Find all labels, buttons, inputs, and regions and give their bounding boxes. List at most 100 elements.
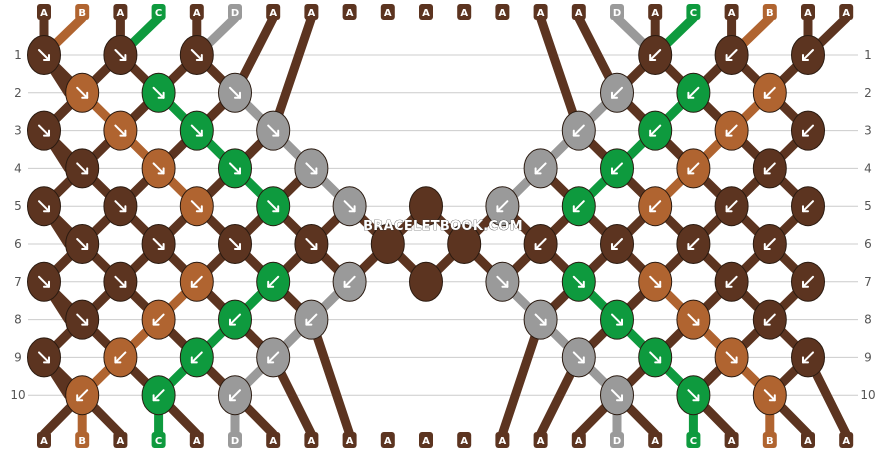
arrow-head-icon	[157, 91, 165, 99]
bottom-strand-letter: A	[537, 436, 545, 447]
bottom-strand-letter: A	[384, 436, 392, 447]
knot	[752, 72, 787, 113]
arrow-head-icon	[539, 318, 547, 326]
top-strand-tag	[610, 4, 624, 20]
arrow-icon	[76, 389, 89, 402]
knot	[714, 186, 749, 227]
arrow-head-icon	[611, 243, 618, 250]
arrow-head-icon	[267, 280, 275, 288]
knot	[791, 261, 825, 302]
knot-grid	[27, 35, 825, 416]
arrow-icon	[38, 49, 50, 61]
knot	[218, 224, 252, 264]
knot	[752, 224, 787, 264]
strand-segment	[536, 13, 584, 136]
top-strand-letter: A	[728, 8, 736, 19]
arrow-head-icon	[654, 356, 662, 364]
row-number-left: 9	[14, 350, 22, 364]
bottom-strand-letter: A	[193, 436, 201, 447]
arrow-icon	[725, 275, 738, 288]
knot	[676, 72, 711, 113]
strand-segment	[497, 315, 546, 439]
arrow-icon	[649, 49, 662, 61]
watermark: BRACELETBOOK.COM	[363, 219, 523, 234]
arrow-head-icon	[119, 205, 127, 213]
knot	[65, 299, 100, 340]
top-strand-tag	[342, 4, 357, 20]
arrow-head-icon	[763, 318, 771, 326]
knot	[65, 224, 100, 264]
knot	[561, 337, 596, 378]
arrow-icon	[152, 162, 165, 175]
arrow-icon	[305, 162, 318, 175]
bottom-strand-tag	[648, 432, 663, 448]
knot	[638, 337, 673, 378]
arrow-icon	[649, 275, 662, 288]
arrow-head-icon	[649, 205, 657, 213]
arrow-icon	[38, 124, 50, 137]
arrow-icon	[763, 313, 776, 326]
bottom-strand-letter: D	[613, 436, 621, 447]
knot	[561, 110, 596, 151]
knot	[447, 224, 482, 264]
top-strand-tag	[304, 4, 319, 20]
arrow-head-icon	[229, 318, 236, 326]
top-strand-tag	[571, 4, 586, 20]
top-strand-letter: A	[40, 8, 48, 19]
arrow-icon	[572, 124, 585, 137]
knot	[294, 299, 329, 340]
arrow-icon	[114, 124, 127, 137]
arrow-head-icon	[76, 394, 84, 402]
row-number-left: 8	[14, 313, 22, 327]
bottom-strand-tag	[75, 432, 90, 448]
row-number-right: 6	[864, 237, 872, 251]
bottom-strand-tag	[686, 432, 701, 448]
arrow-icon	[725, 351, 738, 364]
knot	[752, 148, 787, 189]
arrow-icon	[763, 162, 776, 175]
top-strand-tag	[648, 4, 663, 20]
knot	[791, 337, 825, 378]
arrow-head-icon	[572, 205, 580, 213]
bottom-strand-letter: A	[728, 436, 736, 447]
bottom-strand-tag	[189, 432, 204, 448]
arrow-icon	[76, 238, 89, 250]
knot	[256, 110, 291, 151]
arrow-head-icon	[305, 318, 313, 326]
arrow-icon	[725, 49, 738, 61]
arrow-head-icon	[43, 129, 50, 137]
arrow-head-icon	[119, 280, 127, 288]
knot	[179, 35, 214, 75]
arrow-icon	[611, 86, 623, 99]
knot	[141, 299, 176, 340]
bottom-strand-tag	[228, 432, 242, 448]
bottom-strand-tag	[380, 432, 395, 448]
top-strand-letter: C	[155, 8, 162, 19]
arrow-head-icon	[725, 54, 733, 61]
knot-shape	[409, 186, 443, 227]
knot	[256, 337, 291, 378]
arrow-icon	[763, 238, 776, 250]
knot	[27, 186, 61, 227]
top-strand-tag	[686, 4, 701, 20]
bottom-strand-letter: A	[499, 436, 507, 447]
knot	[294, 148, 329, 189]
knot	[638, 110, 673, 151]
bottom-strand-letter: B	[78, 436, 86, 447]
arrow-icon	[649, 124, 662, 137]
arrow-head-icon	[190, 356, 198, 364]
arrow-head-icon	[496, 205, 504, 213]
arrow-head-icon	[687, 167, 695, 175]
arrow-icon	[114, 200, 127, 213]
arrow-head-icon	[802, 356, 809, 364]
strand-segment	[268, 13, 316, 136]
knot	[561, 186, 596, 227]
bottom-strand-tag	[801, 432, 815, 448]
knot	[141, 72, 176, 113]
top-strand-letter: D	[613, 8, 621, 19]
top-strand-letter: A	[804, 8, 812, 19]
bottom-strand-tag	[304, 432, 319, 448]
arrow-head-icon	[190, 280, 198, 288]
row-number-right: 3	[864, 124, 872, 138]
arrow-icon	[687, 389, 700, 402]
